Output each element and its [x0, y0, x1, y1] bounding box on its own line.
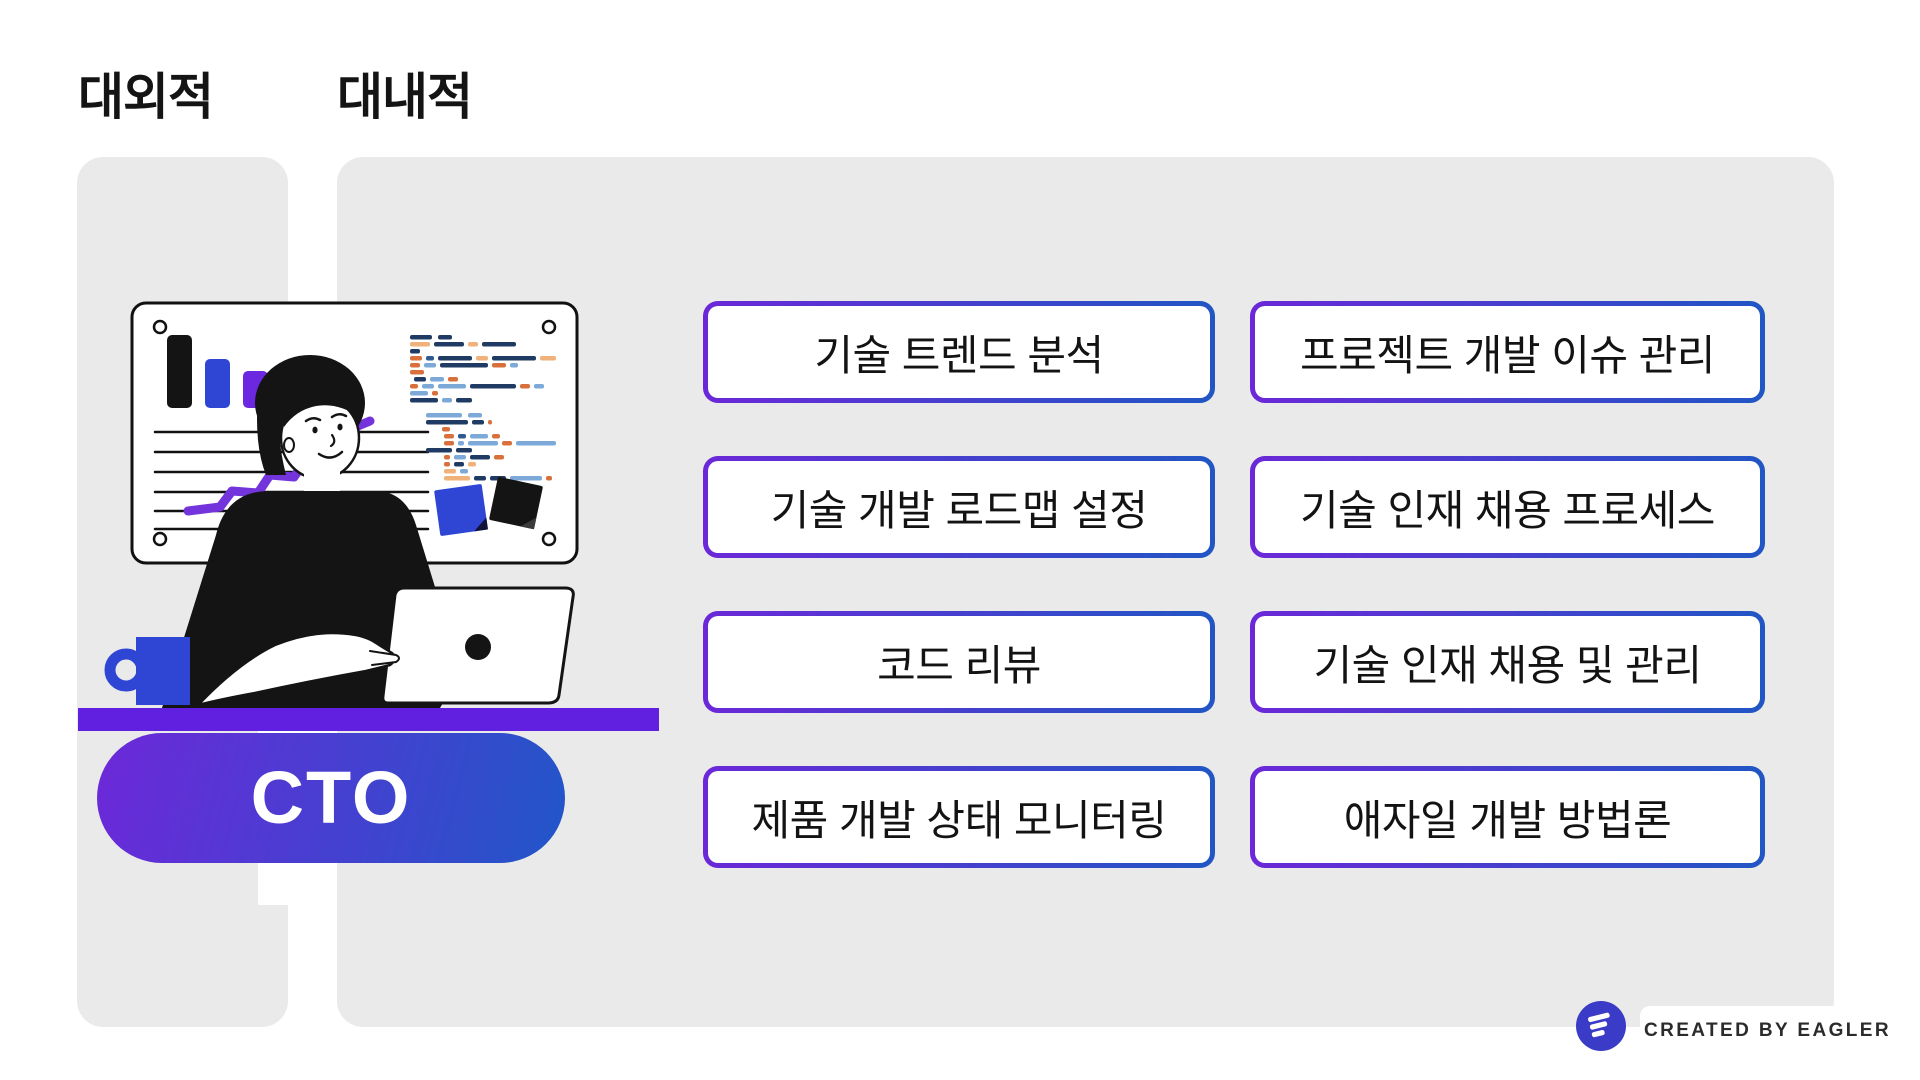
internal-panel: [337, 157, 1834, 1027]
duty-box-label: 코드 리뷰: [877, 641, 1041, 689]
footer-credit-text: CREATED BY EAGLER: [1643, 1020, 1891, 1041]
cto-illustration: [78, 301, 659, 905]
duty-box-label: 프로젝트 개발 이슈 관리: [1300, 331, 1715, 379]
duty-box-label: 기술 인재 채용 프로세스: [1300, 486, 1715, 534]
eagler-logo-icon: [1576, 1001, 1626, 1051]
footer-credit-plate: CREATED BY EAGLER: [1640, 1006, 1895, 1056]
duty-box-label: 기술 트렌드 분석: [814, 331, 1104, 379]
duty-box-label: 기술 개발 로드맵 설정: [770, 486, 1148, 534]
cto-badge: CTO: [97, 733, 565, 863]
screw-icon: [541, 319, 557, 335]
internal-column-title: 대내적: [337, 69, 473, 125]
external-column-title: 대외적: [78, 69, 214, 125]
duty-box-tech-roadmap: 기술 개발 로드맵 설정: [703, 456, 1215, 558]
person-arm: [196, 631, 400, 707]
duty-box-product-monitoring: 제품 개발 상태 모니터링: [703, 766, 1215, 868]
duty-box-talent-management: 기술 인재 채용 및 관리: [1250, 611, 1765, 713]
duty-box-recruiting-process: 기술 인재 채용 프로세스: [1250, 456, 1765, 558]
bar-chart-icon: [167, 335, 268, 408]
duty-box-label: 기술 인재 채용 및 관리: [1313, 641, 1702, 689]
code-lines: [410, 335, 556, 481]
duty-box-code-review: 코드 리뷰: [703, 611, 1215, 713]
screw-icon: [152, 319, 168, 335]
duty-box-project-issue-management: 프로젝트 개발 이슈 관리: [1250, 301, 1765, 403]
duty-box-label: 제품 개발 상태 모니터링: [751, 796, 1167, 844]
screw-icon: [541, 531, 557, 547]
mug-icon: [104, 637, 190, 705]
sticky-note-blue-icon: [434, 484, 488, 536]
duty-box-tech-trend-analysis: 기술 트렌드 분석: [703, 301, 1215, 403]
duty-box-agile-methodology: 애자일 개발 방법론: [1250, 766, 1765, 868]
cto-badge-label: CTO: [250, 756, 412, 839]
screw-icon: [152, 531, 168, 547]
duty-box-label: 애자일 개발 방법론: [1343, 796, 1672, 844]
desk: [78, 708, 659, 731]
sticky-note-black-icon: [489, 477, 543, 530]
laptop-icon: [381, 586, 575, 705]
